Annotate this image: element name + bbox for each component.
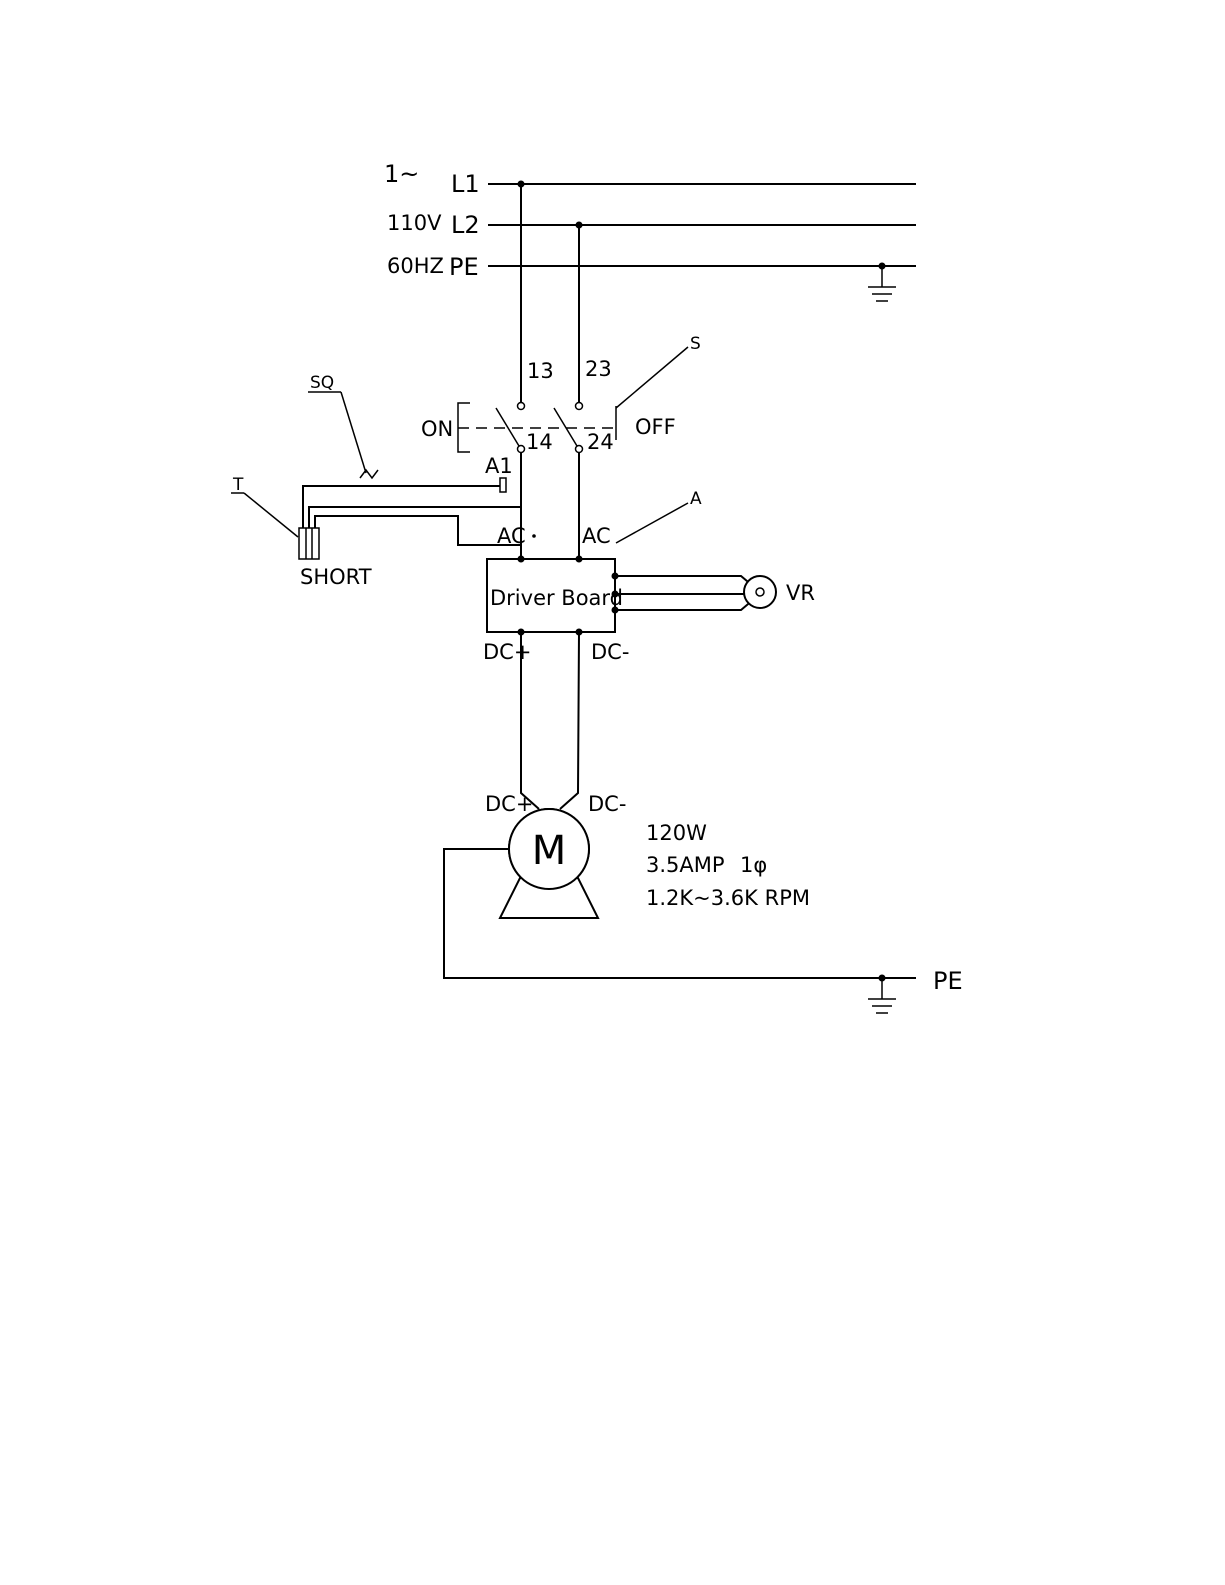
ground-icon-bottom bbox=[868, 978, 896, 1013]
transformer-t bbox=[299, 528, 319, 559]
ground-icon-top bbox=[868, 266, 896, 301]
terminal-13 bbox=[518, 403, 525, 410]
potentiometer-vr bbox=[612, 573, 777, 614]
vr-label: VR bbox=[786, 581, 815, 605]
on-label: ON bbox=[421, 417, 453, 441]
terminal-23 bbox=[576, 403, 583, 410]
switch-designator: S bbox=[690, 334, 701, 354]
contact-blade-2 bbox=[554, 408, 577, 446]
a-leader bbox=[616, 503, 688, 543]
terminal-14-label: 14 bbox=[526, 430, 553, 454]
short-label: SHORT bbox=[300, 565, 372, 589]
terminal-24 bbox=[576, 446, 583, 453]
motor-spec-speed: 1.2K~3.6K RPM bbox=[646, 886, 810, 910]
off-label: OFF bbox=[635, 415, 676, 439]
motor-spec-power: 120W bbox=[646, 821, 707, 845]
l2-label: L2 bbox=[451, 211, 480, 239]
supply-lines bbox=[488, 181, 916, 270]
terminal-14 bbox=[518, 446, 525, 453]
dc-minus-out-label: DC- bbox=[591, 640, 629, 664]
motor-dc-plus-label: DC+ bbox=[485, 792, 533, 816]
t-label: T bbox=[232, 475, 244, 495]
terminal-24-label: 24 bbox=[587, 430, 614, 454]
ac-label-1: AC bbox=[497, 524, 526, 548]
motor-symbol: M bbox=[532, 828, 567, 874]
driver-designator: A bbox=[690, 489, 702, 509]
frequency-label: 60HZ bbox=[387, 254, 444, 278]
dc-plus-out-label: DC+ bbox=[483, 640, 531, 664]
motor-spec-phase: 1φ bbox=[740, 853, 767, 877]
wire-short-to-ac bbox=[315, 516, 521, 545]
voltage-label: 110V bbox=[387, 211, 442, 235]
motor-spec-current: 3.5AMP bbox=[646, 853, 725, 877]
sq-contact-icon bbox=[360, 470, 378, 478]
pe-bottom-label: PE bbox=[933, 967, 963, 995]
sq-leader bbox=[341, 392, 366, 473]
s-leader bbox=[616, 347, 688, 408]
a1-label: A1 bbox=[485, 454, 513, 478]
ac-label-2: AC bbox=[582, 524, 611, 548]
t-leader bbox=[244, 493, 298, 537]
terminal-23-label: 23 bbox=[585, 357, 612, 381]
sq-label: SQ bbox=[310, 373, 334, 393]
motor-dc-minus-label: DC- bbox=[588, 792, 626, 816]
phase-label: 1~ bbox=[384, 160, 419, 188]
l1-label: L1 bbox=[451, 170, 480, 198]
terminal-13-label: 13 bbox=[527, 359, 554, 383]
driver-board-title: Driver Board bbox=[490, 586, 623, 610]
terminal-a1 bbox=[500, 478, 506, 492]
wire-dc-minus bbox=[560, 632, 579, 809]
contact-blade-1 bbox=[496, 408, 519, 446]
interlock-circuit bbox=[231, 392, 521, 559]
pe-label: PE bbox=[449, 253, 479, 281]
